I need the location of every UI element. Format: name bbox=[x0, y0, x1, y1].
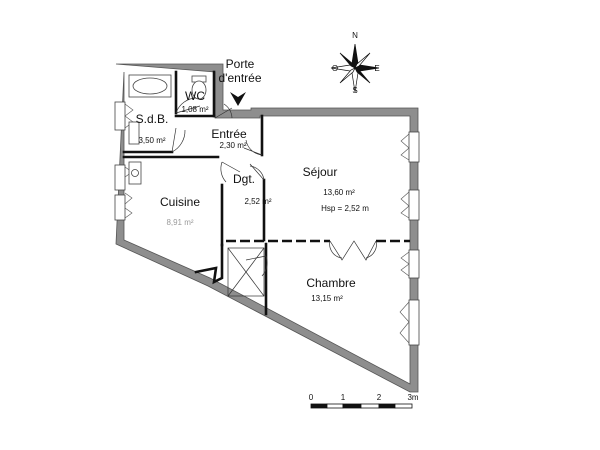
toilet-bowl bbox=[191, 80, 207, 100]
outer-wall-band bbox=[115, 63, 419, 393]
sink-sdb bbox=[128, 121, 140, 145]
room-name-wc: WC bbox=[185, 89, 205, 103]
room-name-sdb: S.d.B. bbox=[136, 112, 169, 126]
entry-door-label: Porte d'entrée bbox=[219, 57, 262, 85]
room-area-dgt: 2,52 m² bbox=[244, 197, 271, 206]
room-name-cuisine: Cuisine bbox=[160, 195, 200, 209]
compass-star-icon bbox=[330, 43, 380, 93]
room-area-sejour: 13,60 m² bbox=[323, 188, 355, 197]
scale-label-1: 1 bbox=[341, 393, 346, 402]
entry-door-label-line2: d'entrée bbox=[219, 71, 262, 85]
kitchen-hob bbox=[131, 169, 139, 177]
room-area-cuisine: 8,91 m² bbox=[166, 218, 193, 227]
compass-south: S bbox=[352, 86, 357, 95]
compass-west: O bbox=[332, 64, 338, 73]
bathtub-basin bbox=[132, 77, 168, 95]
entry-door-label-line1: Porte bbox=[226, 57, 255, 71]
interior-walls bbox=[122, 70, 268, 316]
window-sejour-1 bbox=[408, 131, 420, 163]
window-sejour-2 bbox=[408, 189, 420, 221]
compass-rose: N S E O bbox=[330, 31, 380, 95]
scale-label-0: 0 bbox=[309, 393, 314, 402]
outer-walls bbox=[115, 63, 419, 393]
window-sdb bbox=[114, 101, 126, 131]
fixtures bbox=[128, 74, 207, 185]
room-area-chambre: 13,15 m² bbox=[311, 294, 343, 303]
room-area-sdb: 3,50 m² bbox=[138, 136, 165, 145]
room-name-sejour: Séjour bbox=[303, 165, 338, 179]
scale-bar: 0 1 2 3m bbox=[309, 393, 419, 409]
windows bbox=[114, 101, 420, 346]
window-casements bbox=[124, 103, 410, 344]
room-area-wc: 1,08 m² bbox=[181, 105, 208, 114]
entry-arrow-icon bbox=[230, 92, 246, 106]
room-name-entree: Entrée bbox=[211, 127, 247, 141]
scale-label-2: 2 bbox=[377, 393, 382, 402]
door-swings bbox=[171, 97, 377, 277]
window-cuisine-top bbox=[114, 164, 126, 191]
scale-label-3: 3m bbox=[407, 393, 418, 402]
room-area-entree: 2,30 m² bbox=[219, 141, 246, 150]
window-cuisine-bottom bbox=[114, 194, 126, 221]
room-height-sejour: Hsp = 2,52 m bbox=[321, 204, 369, 213]
cupboard bbox=[227, 247, 265, 297]
room-name-chambre: Chambre bbox=[306, 276, 356, 290]
compass-north: N bbox=[352, 31, 358, 40]
room-labels: S.d.B. 3,50 m² WC 1,08 m² Entrée 2,30 m²… bbox=[136, 89, 370, 303]
compass-east: E bbox=[374, 64, 379, 73]
window-chambre-1 bbox=[408, 249, 420, 279]
room-name-dgt: Dgt. bbox=[233, 172, 255, 186]
window-chambre-2 bbox=[408, 299, 420, 346]
